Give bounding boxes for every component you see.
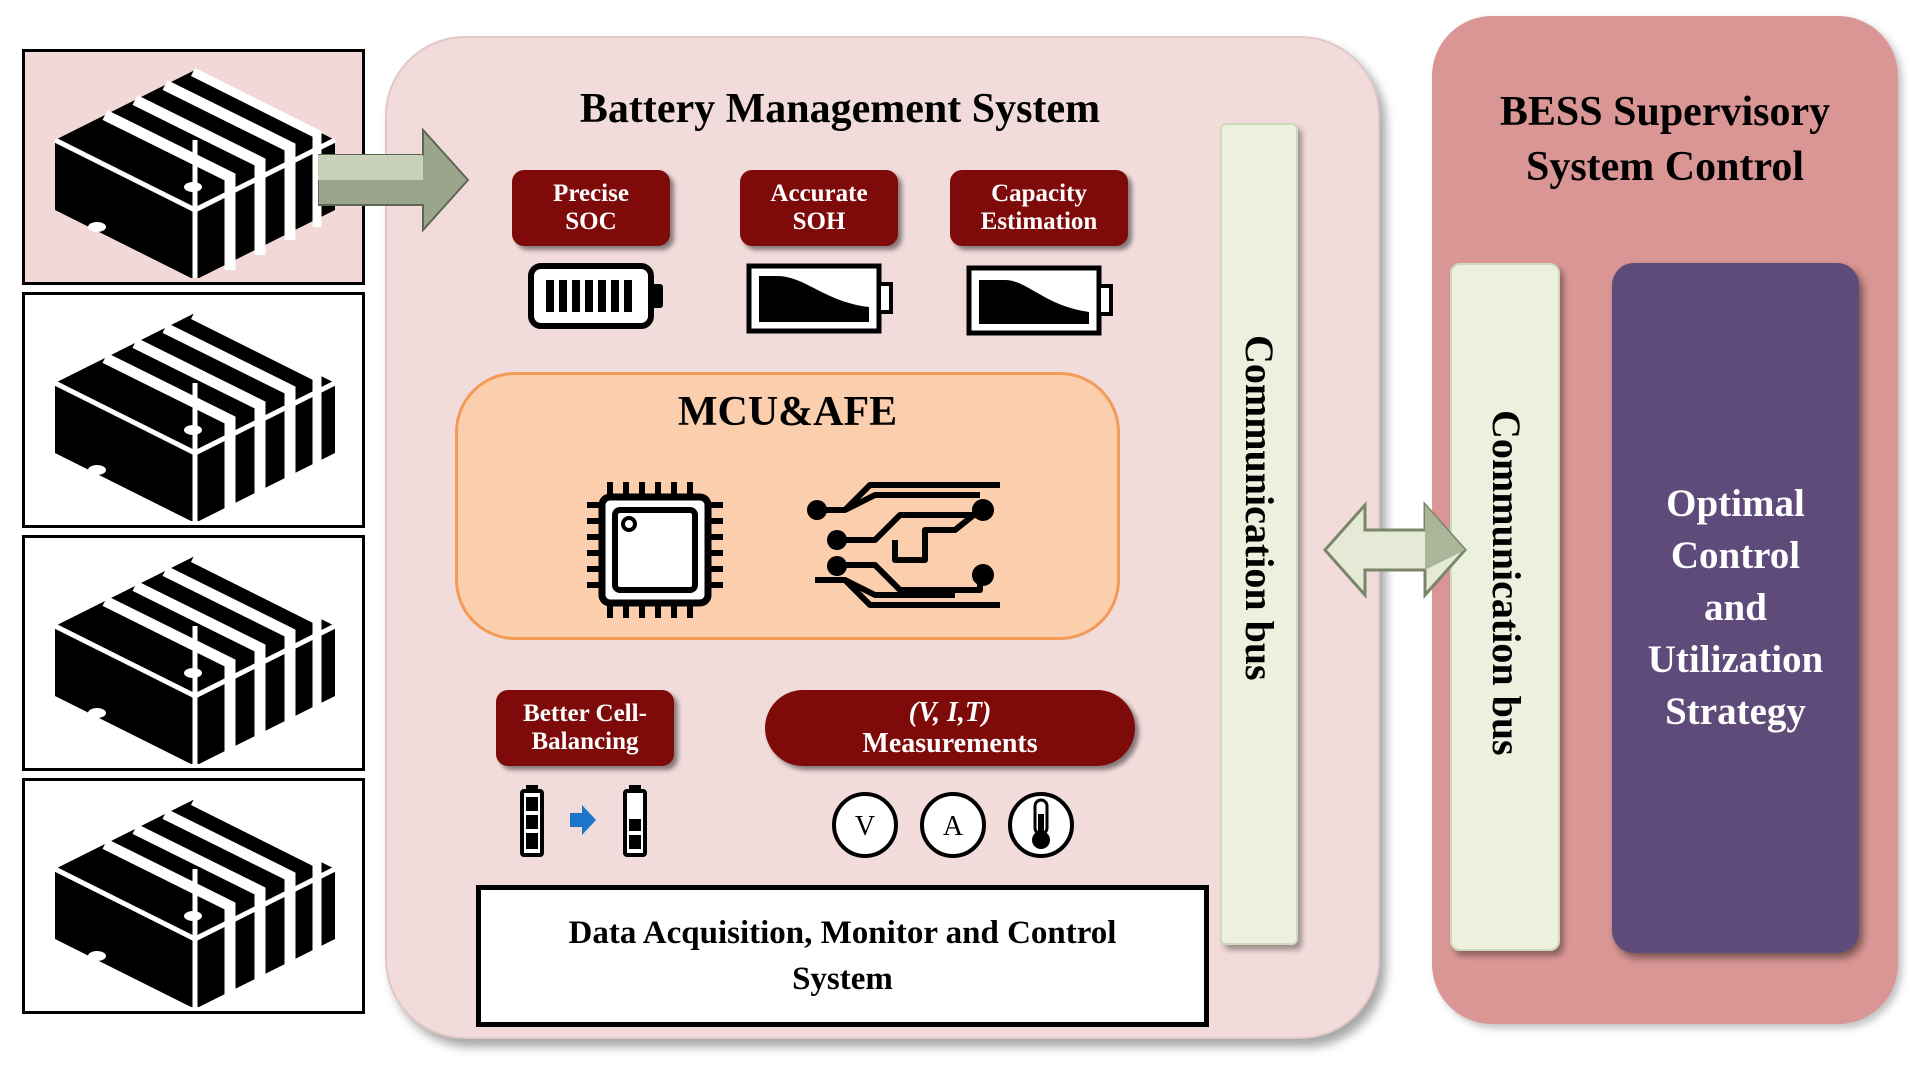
battery-module-icon — [53, 67, 337, 278]
capacity-estimation-label: Capacity Estimation — [950, 170, 1128, 246]
mcu-afe-box — [455, 372, 1120, 640]
data-acquisition-box: Data Acquisition, Monitor and Control Sy… — [476, 885, 1209, 1027]
arrow-icon — [318, 127, 470, 233]
full-battery-icon — [528, 263, 663, 329]
battery-module-icon — [53, 553, 337, 764]
battery-module-4 — [22, 778, 365, 1014]
bidirectional-arrow-icon — [1322, 501, 1468, 599]
data-acquisition-text: Data Acquisition, Monitor and Control Sy… — [568, 914, 1117, 997]
circuit-traces-icon — [807, 482, 1000, 608]
battery-module-icon — [53, 310, 337, 521]
measurements-label: (V, I,T) Measurements — [765, 690, 1135, 766]
soc-label: Precise SOC — [512, 170, 670, 246]
microchip-icon — [587, 482, 723, 618]
optimal-strategy-box: Optimal Control and Utilization Strategy — [1612, 263, 1859, 953]
soh-label: Accurate SOH — [740, 170, 898, 246]
cell-balancing-label: Better Cell- Balancing — [496, 690, 674, 766]
bess-communication-bus-label: Communication bus — [1484, 410, 1529, 756]
svg-text:A: A — [943, 811, 964, 842]
bms-title: Battery Management System — [579, 86, 1101, 132]
bess-title: BESS Supervisory System Control — [1499, 89, 1831, 190]
svg-text:V: V — [855, 811, 875, 842]
ammeter-icon: A — [920, 792, 986, 858]
battery-module-1 — [22, 49, 365, 285]
battery-module-icon — [53, 796, 337, 1007]
battery-module-3 — [22, 535, 365, 771]
bess-communication-bus — [1450, 263, 1560, 951]
mcu-afe-title: MCU&AFE — [677, 389, 898, 435]
battery-module-2 — [22, 292, 365, 528]
bms-communication-bus — [1220, 123, 1298, 945]
cell-balancing-icon — [520, 785, 647, 857]
bms-communication-bus-label: Communication bus — [1237, 335, 1282, 681]
degraded-battery-icon — [746, 263, 893, 334]
thermometer-icon — [1008, 792, 1074, 858]
degraded-battery-icon — [966, 265, 1113, 336]
voltmeter-icon: V — [832, 792, 898, 858]
